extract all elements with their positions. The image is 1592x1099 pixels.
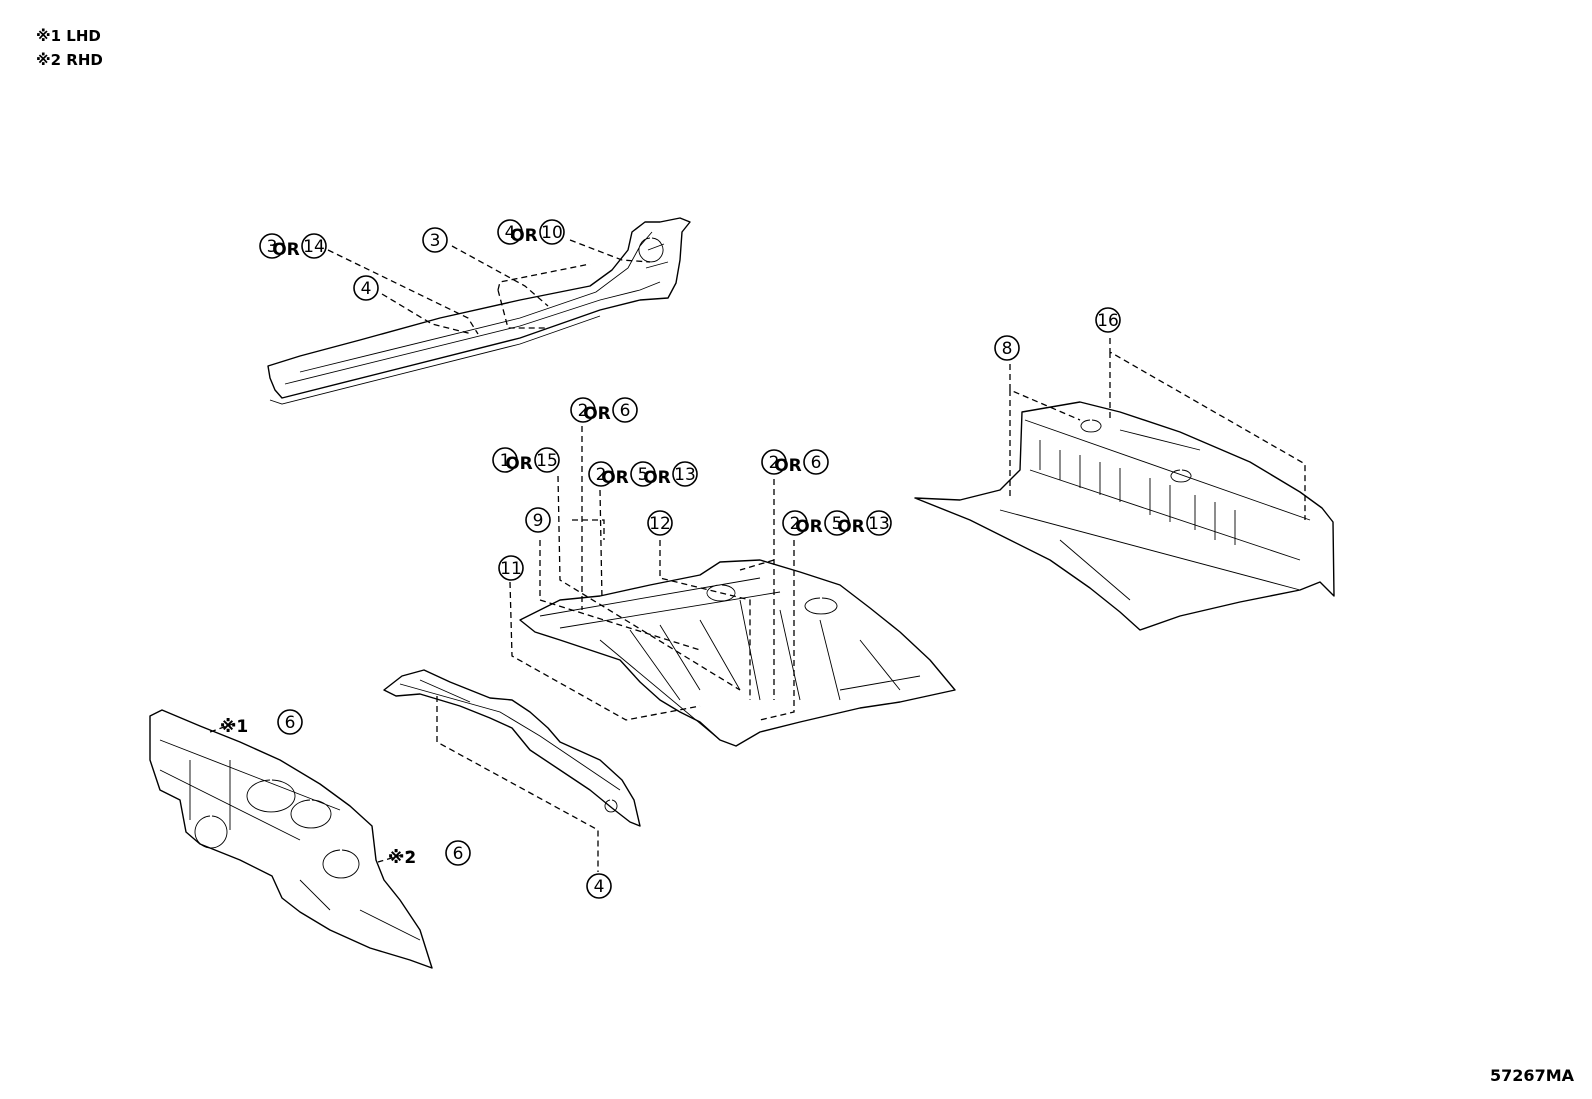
callout-number: 8	[1002, 339, 1013, 359]
callout-circle	[612, 397, 638, 423]
callout-circle	[539, 219, 565, 245]
or-label: OR	[643, 468, 671, 488]
callout-4: 4	[353, 275, 379, 301]
callout-number: 10	[541, 223, 563, 243]
callout-2-or-6: 2OR 6	[570, 397, 638, 424]
callout-11: 11	[498, 555, 524, 581]
callout-number: 6	[453, 844, 464, 864]
or-label: OR	[505, 454, 533, 474]
callout-note: ※1	[220, 717, 248, 737]
callout-circle	[497, 219, 523, 245]
callout-circle	[866, 510, 892, 536]
callout-circle	[570, 397, 596, 423]
callout-note: ※2	[388, 848, 416, 868]
callout-2-or-6: 2OR 6	[761, 449, 829, 476]
callout-number: 2	[578, 401, 589, 421]
callout-number: 11	[500, 559, 522, 579]
callout-circle	[803, 449, 829, 475]
callout-number: 4	[505, 223, 516, 243]
callout-circle	[525, 507, 551, 533]
callout-circle	[1095, 307, 1121, 333]
callout-number: 6	[811, 453, 822, 473]
callout-12: 12	[647, 510, 673, 536]
callout-circle	[445, 840, 471, 866]
callout-number: 3	[430, 231, 441, 251]
callout-number: 15	[536, 451, 558, 471]
callout-number: 5	[638, 465, 649, 485]
callout-number: 9	[533, 511, 544, 531]
callout-number: 12	[649, 514, 671, 534]
callout-number: 2	[790, 514, 801, 534]
callout-number: 2	[596, 465, 607, 485]
callout-circle	[301, 233, 327, 259]
callout-circle	[586, 873, 612, 899]
legend: ※1 LHD ※2 RHD	[36, 24, 103, 72]
or-label: OR	[510, 226, 538, 246]
or-label: OR	[774, 456, 802, 476]
callout-number: 3	[267, 237, 278, 257]
legend-item-lhd: ※1 LHD	[36, 27, 101, 45]
callout-3: 3	[422, 227, 448, 253]
callout-8: 8	[994, 335, 1020, 361]
or-label: OR	[272, 240, 300, 260]
cross-member-part	[383, 669, 641, 827]
callout-9: 9	[525, 507, 551, 533]
callout-circle	[498, 555, 524, 581]
rocker-rail-part	[267, 217, 691, 405]
callout-number: 6	[285, 713, 296, 733]
callout-4: 4	[586, 873, 612, 899]
callout-16: 16	[1095, 307, 1121, 333]
callout-6: ※2 6	[388, 840, 471, 868]
callout-circle	[761, 449, 787, 475]
callout-number: 4	[594, 877, 605, 897]
diagram-code: 57267MA	[1490, 1066, 1574, 1085]
callout-number: 14	[303, 237, 325, 257]
callout-circle	[492, 447, 518, 473]
callout-circle	[647, 510, 673, 536]
or-label: OR	[837, 517, 865, 537]
front-floor-part	[519, 559, 956, 747]
callout-6: ※1 6	[220, 709, 303, 737]
callout-number: 13	[674, 465, 696, 485]
callout-circle	[422, 227, 448, 253]
rear-floor-part	[914, 401, 1335, 631]
callout-circle	[672, 461, 698, 487]
callout-circle	[824, 510, 850, 536]
callout-circle	[782, 510, 808, 536]
callout-number: 5	[832, 514, 843, 534]
callout-circle	[353, 275, 379, 301]
leader-lines	[209, 239, 1306, 872]
callout-circle	[534, 447, 560, 473]
callout-circle	[259, 233, 285, 259]
or-label: OR	[795, 517, 823, 537]
or-label: OR	[583, 404, 611, 424]
legend-item-rhd: ※2 RHD	[36, 51, 103, 69]
callout-circle	[994, 335, 1020, 361]
callout-number: 4	[361, 279, 372, 299]
callout-number: 1	[500, 451, 511, 471]
callout-circle	[588, 461, 614, 487]
callout-number: 6	[620, 401, 631, 421]
callout-number: 13	[868, 514, 890, 534]
callout-number: 2	[769, 453, 780, 473]
callout-number: 16	[1097, 311, 1119, 331]
callout-circle	[277, 709, 303, 735]
callout-circle	[630, 461, 656, 487]
or-label: OR	[601, 468, 629, 488]
dash-panel-part	[149, 709, 433, 969]
